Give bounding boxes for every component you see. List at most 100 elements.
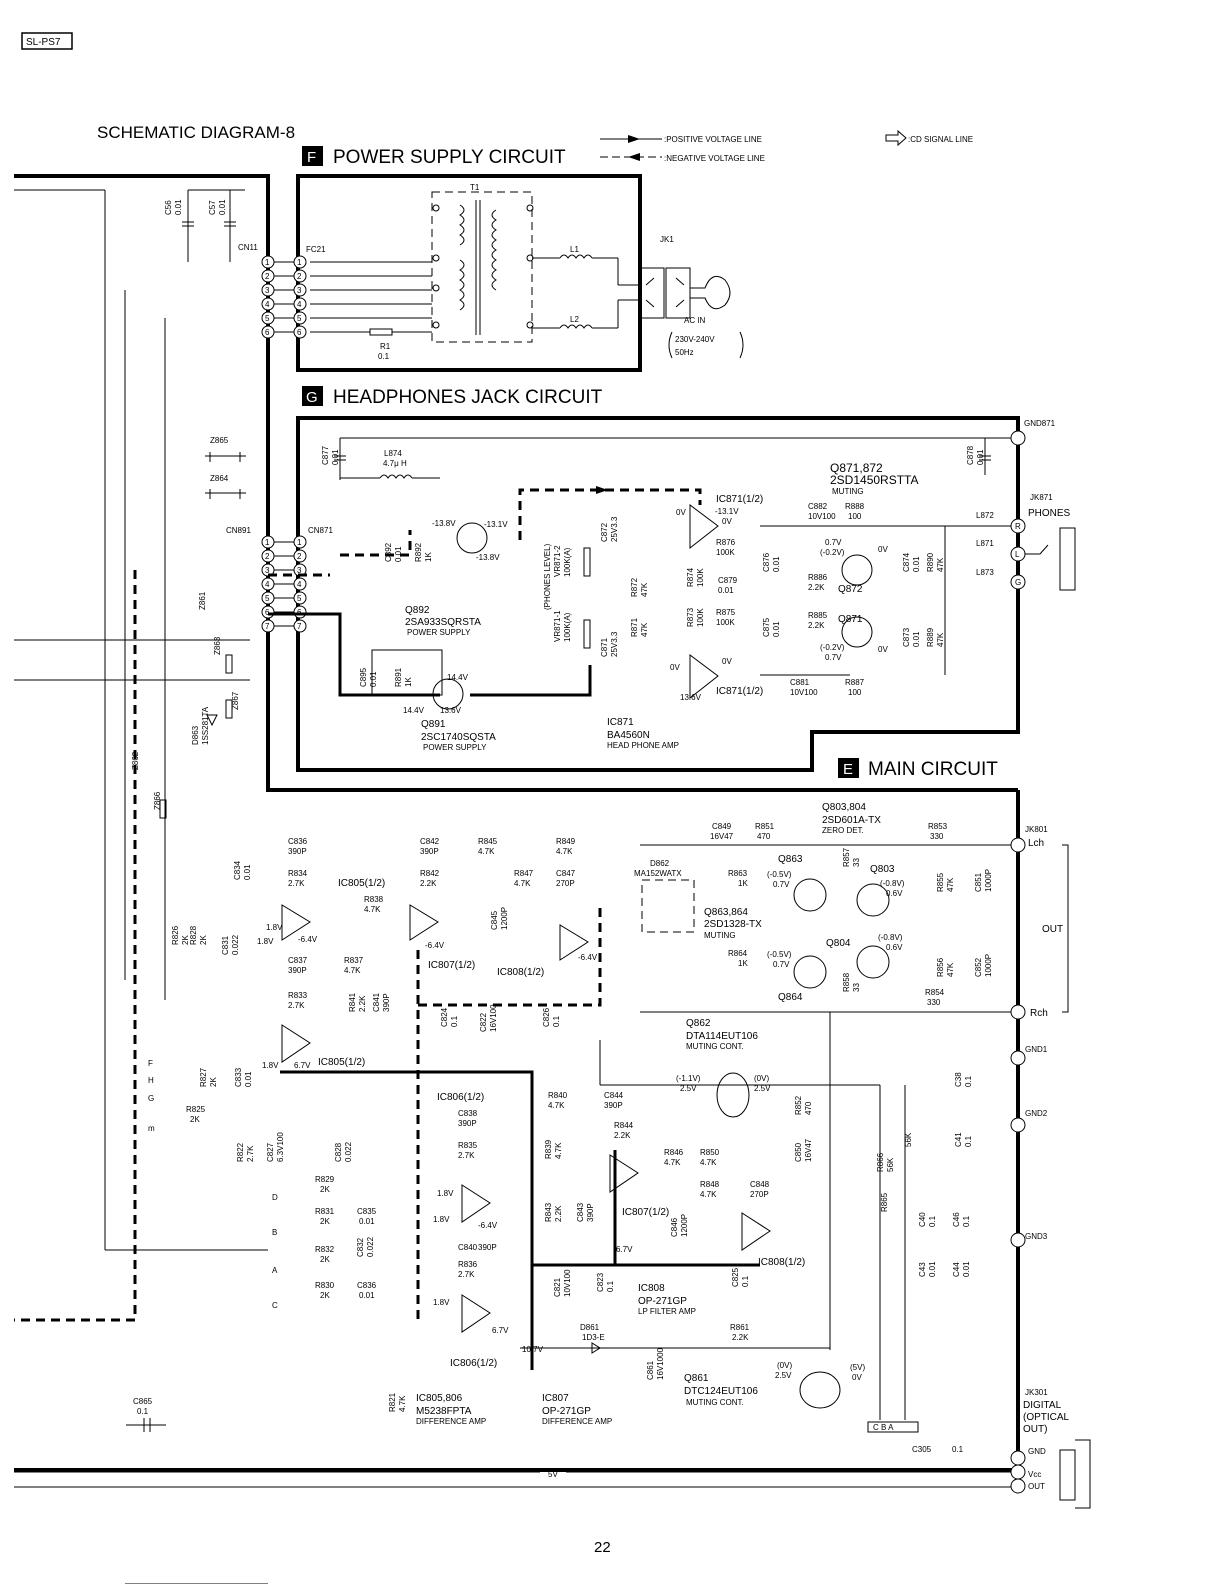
svg-text:1.8V: 1.8V	[433, 1298, 450, 1307]
svg-text:10V100: 10V100	[790, 688, 818, 697]
svg-text:C822: C822	[479, 1012, 488, 1032]
svg-text:L1: L1	[570, 245, 579, 254]
svg-text:0.01: 0.01	[244, 1071, 253, 1087]
svg-text:R857: R857	[842, 847, 851, 867]
svg-text:(0V): (0V)	[754, 1074, 769, 1083]
svg-text:L2: L2	[570, 315, 579, 324]
section-g-title: HEADPHONES JACK CIRCUIT	[333, 387, 603, 408]
svg-text:0.01: 0.01	[369, 671, 378, 687]
headphones-jack-circuit: GND871 Z865 Z864 CN891 CN871 C877 0.01 L…	[205, 419, 1076, 752]
svg-text:DTC124EUT106: DTC124EUT106	[684, 1386, 758, 1397]
svg-text:330: 330	[930, 832, 944, 841]
svg-text:C834: C834	[233, 860, 242, 880]
svg-text:2.7K: 2.7K	[458, 1151, 475, 1160]
svg-text:C837: C837	[288, 956, 308, 965]
svg-text:C872: C872	[600, 522, 609, 542]
cn891-pin-label: 5	[265, 594, 270, 603]
svg-text:1.8V: 1.8V	[433, 1215, 450, 1224]
svg-text:Q891: Q891	[421, 719, 446, 730]
svg-text:R887: R887	[845, 678, 865, 687]
svg-text:LP FILTER AMP: LP FILTER AMP	[638, 1307, 696, 1316]
svg-text:R889: R889	[926, 627, 935, 647]
svg-text:Q871,872: Q871,872	[830, 461, 883, 475]
svg-text:Q892: Q892	[405, 605, 430, 616]
svg-text:IC871(1/2): IC871(1/2)	[716, 494, 763, 505]
svg-text:C836: C836	[357, 1281, 377, 1290]
svg-text:1000P: 1000P	[984, 954, 993, 977]
svg-text:Z862: Z862	[131, 751, 140, 770]
svg-text:C846: C846	[670, 1217, 679, 1237]
cn891-pin-label: 3	[265, 566, 270, 575]
svg-text:2.5V: 2.5V	[754, 1084, 771, 1093]
svg-text:1K: 1K	[404, 677, 413, 687]
svg-text:C828: C828	[334, 1142, 343, 1162]
svg-text:4.7μ H: 4.7μ H	[383, 459, 407, 468]
svg-text:D863: D863	[191, 725, 200, 745]
svg-text:2.2K: 2.2K	[614, 1131, 631, 1140]
svg-text:0.1: 0.1	[741, 1275, 750, 1287]
svg-text:1.8V: 1.8V	[262, 1061, 279, 1070]
svg-text:ZERO DET.: ZERO DET.	[822, 826, 864, 835]
svg-text:IC808: IC808	[638, 1283, 665, 1294]
svg-text:0.01: 0.01	[962, 1261, 971, 1277]
svg-text:R855: R855	[936, 872, 945, 892]
svg-text:14.4V: 14.4V	[447, 673, 469, 682]
svg-text:R841: R841	[348, 992, 357, 1012]
svg-text:IC871(1/2): IC871(1/2)	[716, 686, 763, 697]
svg-text:2.7K: 2.7K	[288, 879, 305, 888]
svg-text:33: 33	[852, 858, 861, 867]
svg-text:BA4560N: BA4560N	[607, 730, 650, 741]
svg-text:Z863: Z863	[213, 636, 222, 655]
svg-text:DIFFERENCE AMP: DIFFERENCE AMP	[416, 1417, 486, 1426]
filter-terminal-B: B	[272, 1228, 277, 1237]
model-badge	[21, 32, 73, 50]
svg-text:C843: C843	[576, 1202, 585, 1222]
cn891-pin-label: 4	[297, 580, 302, 589]
svg-text:C44: C44	[952, 1262, 961, 1277]
svg-text:MA152WATX: MA152WATX	[634, 869, 682, 878]
cn11-pin-label: 3	[297, 286, 302, 295]
cn891-pin-label: 4	[265, 580, 270, 589]
svg-text:Z867: Z867	[231, 691, 240, 710]
svg-text:0V: 0V	[722, 657, 732, 666]
svg-text:2SD1328-TX: 2SD1328-TX	[704, 919, 762, 930]
svg-text:1200P: 1200P	[680, 1214, 689, 1237]
svg-text:T1: T1	[470, 183, 480, 192]
svg-text:C826: C826	[542, 1007, 551, 1027]
svg-text:R874: R874	[686, 567, 695, 587]
svg-text:16V1000: 16V1000	[656, 1347, 665, 1380]
svg-text:4.7K: 4.7K	[344, 966, 361, 975]
svg-text:6.7V: 6.7V	[294, 1061, 311, 1070]
svg-text:JK801: JK801	[1025, 825, 1048, 834]
svg-text:R835: R835	[458, 1141, 478, 1150]
svg-text:DIFFERENCE AMP: DIFFERENCE AMP	[542, 1417, 612, 1426]
input-terminal-G: G	[148, 1094, 154, 1103]
svg-text:IC807: IC807	[542, 1393, 569, 1404]
svg-text:C824: C824	[440, 1007, 449, 1027]
svg-text:0.01: 0.01	[928, 1261, 937, 1277]
svg-text:C877: C877	[321, 445, 330, 465]
svg-text:IC808(1/2): IC808(1/2)	[758, 1257, 805, 1268]
svg-text:0.1: 0.1	[450, 1015, 459, 1027]
svg-text:R825: R825	[186, 1105, 206, 1114]
section-f-title: POWER SUPPLY CIRCUIT	[333, 147, 566, 168]
svg-text:C B A: C B A	[873, 1423, 894, 1432]
svg-text:16V47: 16V47	[804, 1138, 813, 1162]
svg-text:R847: R847	[514, 869, 534, 878]
svg-text:DIGITAL: DIGITAL	[1023, 1400, 1062, 1411]
svg-text:2SD601A-TX: 2SD601A-TX	[822, 815, 881, 826]
section-e-title: MAIN CIRCUIT	[868, 759, 998, 780]
svg-text:R846: R846	[664, 1148, 684, 1157]
svg-text:C892: C892	[384, 542, 393, 562]
svg-text:47K: 47K	[936, 557, 945, 572]
svg-text:2SA933SQRSTA: 2SA933SQRSTA	[405, 617, 481, 628]
svg-text:L872: L872	[976, 511, 994, 520]
svg-text:Z866: Z866	[153, 791, 162, 810]
svg-text:R885: R885	[808, 611, 828, 620]
svg-text:470: 470	[757, 832, 771, 841]
svg-text:R850: R850	[700, 1148, 720, 1157]
svg-text:-13.8V: -13.8V	[476, 553, 500, 562]
svg-text:1.8V: 1.8V	[257, 937, 274, 946]
svg-text:C46: C46	[952, 1212, 961, 1227]
svg-text:25V3.3: 25V3.3	[610, 631, 619, 657]
